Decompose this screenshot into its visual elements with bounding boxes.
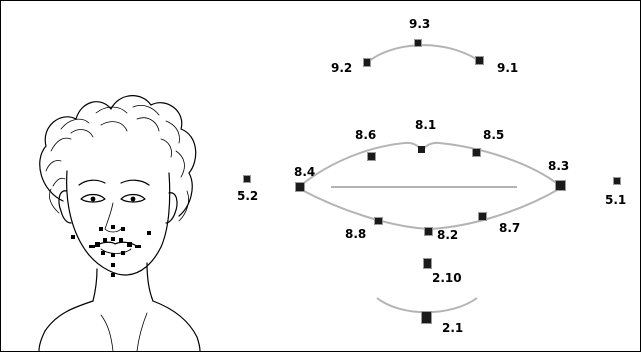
point-8-8 — [374, 217, 383, 225]
point-8-5 — [472, 148, 481, 157]
point-8-4 — [295, 182, 305, 192]
label-5-1: 5.1 — [605, 193, 626, 207]
label-8-4: 8.4 — [294, 165, 315, 179]
point-5-2 — [243, 175, 251, 183]
eyebrow-arc — [367, 44, 479, 63]
point-2-10 — [423, 258, 432, 269]
label-9-2: 9.2 — [331, 61, 352, 75]
label-8-7: 8.7 — [499, 221, 520, 235]
point-9-2 — [363, 58, 371, 67]
point-8-3 — [555, 180, 566, 191]
label-8-8: 8.8 — [345, 227, 366, 241]
point-8-1 — [418, 146, 425, 153]
point-8-2 — [424, 227, 433, 236]
point-9-1 — [475, 56, 484, 65]
point-2-1 — [421, 311, 432, 324]
label-2-1: 2.1 — [442, 321, 463, 335]
label-9-1: 9.1 — [497, 61, 518, 75]
label-8-1: 8.1 — [415, 118, 436, 132]
label-5-2: 5.2 — [237, 189, 258, 203]
face-sketch-icon — [38, 95, 201, 351]
label-8-2: 8.2 — [437, 228, 458, 242]
label-9-3: 9.3 — [409, 17, 430, 31]
chin-arc — [376, 297, 478, 314]
label-2-10: 2.10 — [432, 271, 462, 285]
point-8-6 — [367, 152, 376, 161]
point-9-3 — [414, 39, 422, 47]
label-8-5: 8.5 — [483, 128, 504, 142]
point-8-7 — [478, 212, 487, 221]
point-5-1 — [613, 177, 621, 185]
label-8-3: 8.3 — [548, 159, 569, 173]
label-8-6: 8.6 — [355, 128, 376, 142]
outer-lip-upper — [299, 141, 560, 187]
